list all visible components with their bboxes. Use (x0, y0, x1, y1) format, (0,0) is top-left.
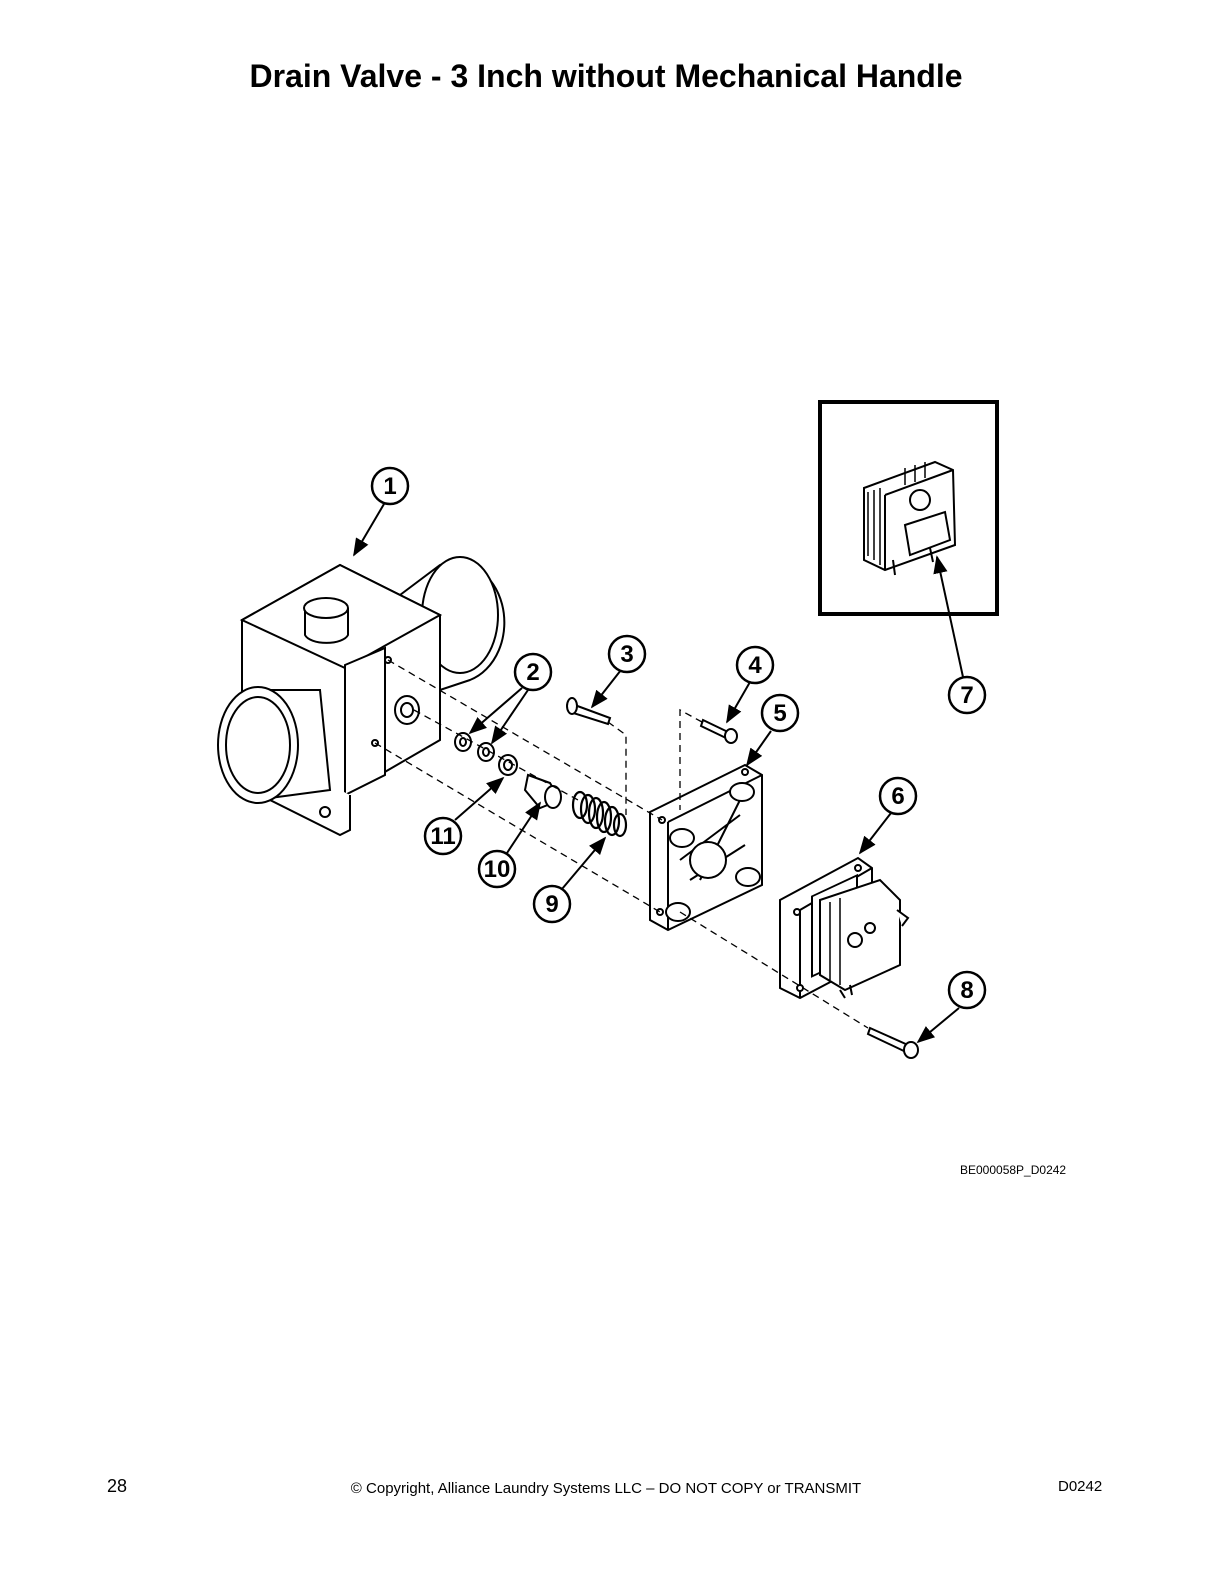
document-code: D0242 (1058, 1478, 1103, 1495)
svg-text:8: 8 (960, 977, 973, 1004)
spring-part (571, 790, 628, 838)
callout-9: 9 (532, 884, 572, 924)
callout-10: 10 (477, 849, 517, 889)
callout-8: 8 (947, 970, 987, 1010)
inset-detail-box (818, 400, 999, 616)
motor-part (779, 856, 910, 1000)
svg-text:2: 2 (526, 659, 539, 686)
screw-parts (566, 697, 919, 1059)
svg-text:11: 11 (430, 823, 455, 850)
mounting-plate-part (649, 763, 763, 932)
svg-text:5: 5 (773, 700, 786, 727)
svg-text:6: 6 (891, 783, 904, 810)
callout-1: 1 (370, 466, 410, 506)
callout-leaders (353, 503, 964, 1044)
svg-text:4: 4 (748, 652, 762, 679)
assembly-guide-lines (374, 659, 869, 1029)
valve-body-part (217, 556, 506, 837)
plunger-part (523, 773, 562, 810)
svg-text:3: 3 (620, 641, 633, 668)
drawing-id: BE000058P_D0242 (960, 1163, 1067, 1177)
callout-3: 3 (607, 634, 647, 674)
page-number: 28 (107, 1476, 128, 1496)
svg-text:7: 7 (960, 682, 973, 709)
svg-text:9: 9 (545, 891, 558, 918)
svg-text:1: 1 (383, 473, 396, 500)
svg-text:10: 10 (484, 856, 511, 883)
callout-11: 11 (423, 816, 463, 856)
callout-6: 6 (878, 776, 918, 816)
callout-7: 7 (947, 675, 987, 715)
callout-4: 4 (735, 645, 775, 685)
copyright-notice: © Copyright, Alliance Laundry Systems LL… (350, 1480, 862, 1497)
callout-2: 2 (513, 652, 553, 692)
washer-parts (454, 732, 518, 776)
page-title: Drain Valve - 3 Inch without Mechanical … (249, 58, 963, 94)
callout-5: 5 (760, 693, 800, 733)
